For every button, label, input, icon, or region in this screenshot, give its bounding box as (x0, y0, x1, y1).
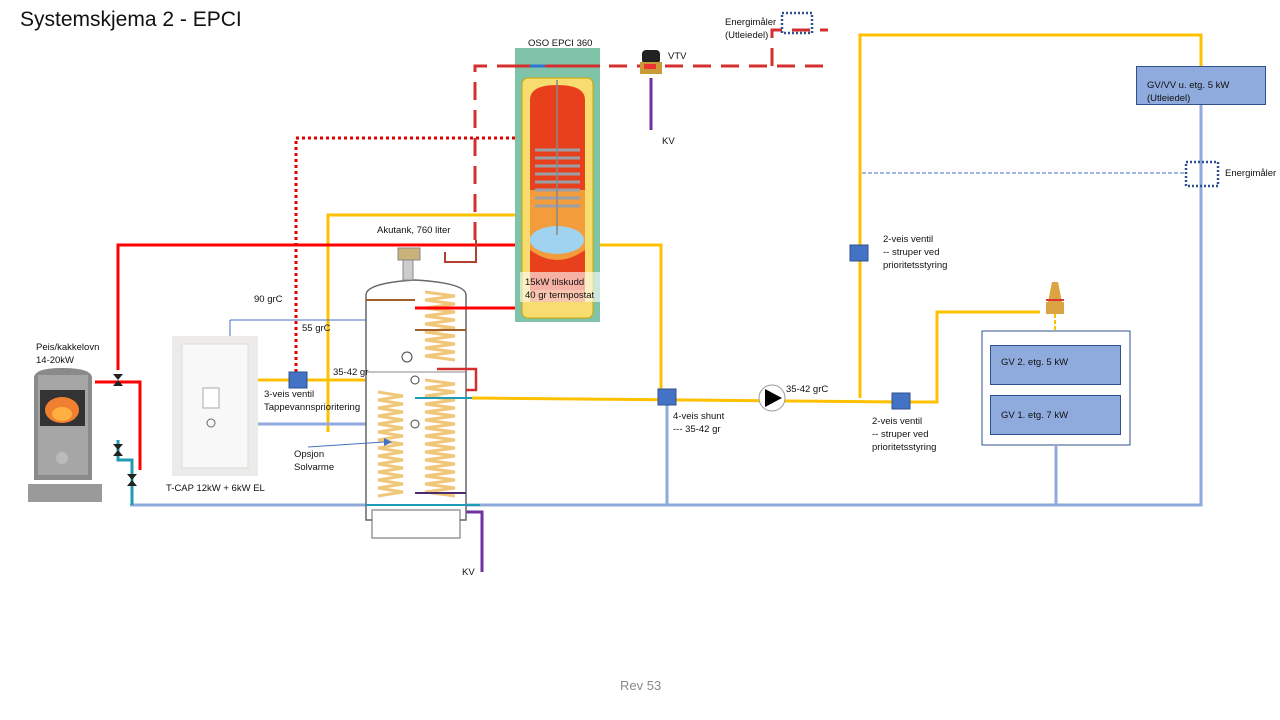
two-way-lower-line1: 2-veis ventil (872, 416, 923, 427)
oso-tank-label: OSO EPCI 360 (528, 38, 593, 49)
pipe-stove-flow (116, 243, 520, 370)
pipe-hot-dashed-meter (770, 28, 828, 66)
solar-line2: Solvarme (294, 462, 335, 473)
temp-90-label: 90 grC (254, 294, 283, 305)
three-way-valve-label: 3-veis ventil Tappevannsprioritering (264, 388, 360, 414)
gv-vv-rental-box[interactable]: GV/VV u. etg. 5 kW (Utleiedel) (1136, 66, 1266, 105)
pipe-oso-to-shunt (590, 243, 663, 398)
oso-note-line1: 15kW tilskudd (525, 277, 585, 288)
two-way-valve-upper-label: 2-veis ventil -- struper ved prioritetss… (883, 233, 947, 272)
heat-pump-label: T-CAP 12kW + 6kW EL (166, 483, 265, 494)
shunt-line1: 4-veis shunt (673, 411, 725, 422)
solar-line1: Opsjon (294, 449, 325, 460)
energimaler-top-label: Energimåler (Utleiedel) (725, 16, 776, 42)
akutank-label: Akutank, 760 liter (377, 225, 451, 236)
four-way-shunt-icon[interactable] (657, 388, 677, 406)
akutank-graphic (365, 247, 480, 539)
gv-vv-line1: GV/VV u. etg. 5 kW (1147, 80, 1230, 91)
stove-valves (113, 374, 137, 486)
pipe-top-yellow-loop (858, 33, 1203, 398)
pipe-main-return (130, 105, 1203, 507)
kv-bottom-label: KV (462, 567, 475, 578)
gv-vv-line2: (Utleiedel) (1147, 93, 1191, 104)
pipe-akutank-to-oso (326, 213, 600, 432)
energimaler-top-icon (780, 11, 814, 35)
temp-35-42-label: 35-42 gr (333, 367, 369, 378)
solar-arrow (307, 441, 385, 448)
pipe-stove-teal (116, 440, 134, 505)
stove-label-line2: 14-20kW (36, 355, 75, 366)
pipe-stove-loop (95, 380, 142, 470)
oso-tank-graphic (515, 48, 600, 322)
solar-option-label: Opsjon Solvarme (294, 448, 334, 474)
kv-top-label: KV (662, 136, 675, 147)
energimaler-top-line2: (Utleiedel) (725, 30, 769, 41)
three-way-valve-icon[interactable] (288, 371, 308, 389)
four-way-shunt-label: 4-veis shunt --- 35-42 gr (673, 410, 724, 436)
revision-label: Rev 53 (620, 678, 662, 693)
gv-floor1-box[interactable]: GV 1. etg. 7 kW (990, 395, 1121, 435)
vtv-valve-icon (640, 50, 662, 74)
three-way-line1: 3-veis ventil (264, 389, 315, 400)
temp-55-label: 55 grC (302, 323, 331, 334)
energimaler-right-icon (1184, 160, 1220, 188)
heat-pump-graphic (172, 336, 258, 476)
energimaler-right-label: Energimåler (1225, 168, 1277, 179)
oso-note-line2: 40 gr termpostat (525, 290, 595, 301)
two-way-valve-lower-icon[interactable] (891, 392, 911, 410)
two-way-lower-line2: -- struper ved (872, 429, 929, 440)
pipe-main-supply (471, 396, 901, 404)
stove-graphic (28, 368, 102, 502)
gv-floor2-box[interactable]: GV 2. etg. 5 kW (990, 345, 1121, 385)
vtv-label: VTV (668, 51, 687, 62)
air-vent-icon (1046, 282, 1064, 330)
two-way-valve-lower-label: 2-veis ventil -- struper ved prioritetss… (872, 415, 936, 454)
page-title: Systemskjema 2 - EPCI (20, 8, 242, 31)
two-way-upper-line1: 2-veis ventil (883, 234, 934, 245)
solar-arrow-head (384, 438, 392, 446)
pump-label: 35-42 grC (786, 384, 829, 395)
two-way-lower-line3: prioritetsstyring (872, 442, 937, 453)
circulation-pump-icon[interactable] (758, 384, 786, 412)
pipe-hot-dashed (473, 64, 828, 240)
pipe-hot-dotted (294, 136, 520, 372)
pipe-to-radiators (900, 310, 1040, 404)
stove-label-line1: Peis/kakkelovn (36, 342, 100, 353)
three-way-line2: Tappevannsprioritering (264, 402, 361, 413)
two-way-valve-upper-icon[interactable] (849, 244, 869, 262)
supply-pipes (258, 33, 1203, 432)
energimaler-top-line1: Energimåler (725, 17, 777, 28)
stove-label: Peis/kakkelovn 14-20kW (36, 341, 99, 367)
oso-tank-note: 15kW tilskudd 40 gr termpostat (525, 276, 594, 302)
shunt-line2: --- 35-42 gr (673, 424, 721, 435)
pipe-akutank-top-brown (444, 240, 477, 263)
two-way-upper-line3: prioritetsstyring (883, 260, 948, 271)
two-way-upper-line2: -- struper ved (883, 247, 940, 258)
